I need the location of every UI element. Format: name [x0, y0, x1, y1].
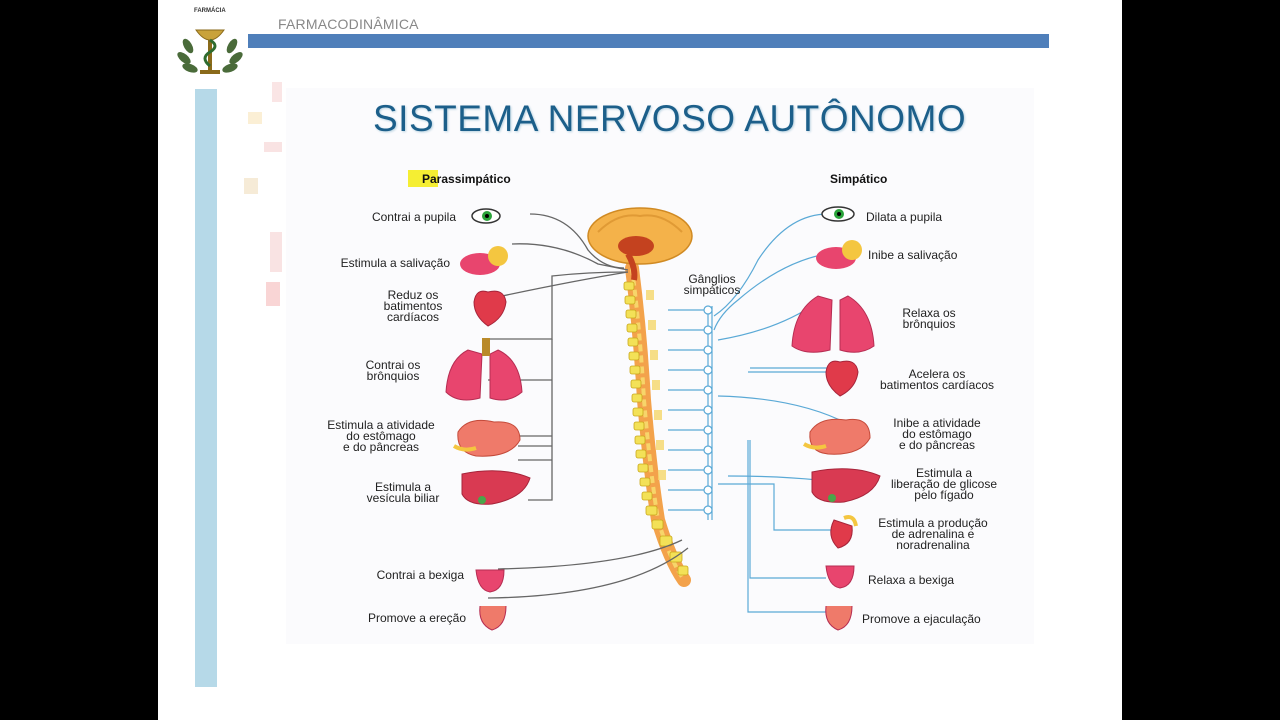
symp-label-saliva: Inibe a salivação — [868, 248, 958, 262]
spinal-cord-icon — [625, 261, 691, 587]
para-label-heart: Reduz os batimentos cardíacos — [383, 288, 443, 324]
header-title: FARMACODINÂMICA — [278, 16, 419, 32]
header-bar — [248, 34, 1049, 48]
right-heart-icon — [825, 360, 859, 397]
diagram-title: SISTEMA NERVOSO AUTÔNOMO — [373, 98, 967, 139]
para-label-bladder: Contrai a bexiga — [376, 568, 464, 582]
symp-label-pupil: Dilata a pupila — [866, 210, 943, 224]
sympathetic-ganglia-icon — [703, 305, 713, 515]
symp-label-liver: Estimula a liberação de glicose pelo fíg… — [890, 466, 998, 502]
autonomic-nervous-system-diagram — [445, 206, 881, 631]
para-label-bronchi: Contrai os brônquios — [365, 358, 421, 383]
symp-label-bladder: Relaxa a bexiga — [868, 573, 955, 587]
left-bladder-icon — [475, 569, 505, 593]
para-label-pupil: Contrai a pupila — [371, 210, 456, 224]
ganglia-label: Gânglios simpáticos — [683, 272, 741, 297]
right-stomach-icon — [802, 418, 871, 455]
left-heart-icon — [473, 290, 507, 327]
left-eye-icon — [471, 208, 501, 224]
parasympathetic-nerves — [487, 213, 689, 599]
pharmacy-logo-icon — [177, 29, 243, 74]
para-label-gallbladder: Estimula a vesícula biliar — [366, 480, 440, 505]
logo-text: FARMÁCIA — [194, 8, 226, 14]
brain-icon — [587, 207, 693, 281]
sympathetic-nerves — [668, 213, 849, 613]
para-label-stomach: Estimula a atividade do estômago e do pâ… — [327, 418, 435, 454]
right-eye-icon — [821, 206, 855, 222]
right-reproductive-organ-icon — [825, 605, 853, 631]
heading-highlight — [408, 170, 438, 187]
sympathetic-heading: Simpático — [830, 172, 888, 186]
para-label-erection: Promove a ereção — [367, 611, 466, 625]
symp-label-bronchi: Relaxa os brônquios — [902, 306, 956, 331]
symp-label-ejaculation: Promove a ejaculação — [862, 612, 981, 626]
faded-background-image — [244, 82, 282, 306]
slide: FARMÁCIA FARMACODINÂMICA SISTEMA NERVOSO… — [158, 0, 1122, 720]
left-liver-icon — [461, 470, 531, 505]
parasympathetic-heading: Parassimpático — [422, 172, 511, 186]
symp-label-stomach: Inibe a atividade do estômago e do pâncr… — [893, 416, 981, 452]
para-label-saliva: Estimula a salivação — [340, 256, 450, 270]
right-bladder-icon — [825, 565, 855, 589]
left-stomach-icon — [452, 419, 521, 457]
side-bar — [195, 89, 217, 687]
right-lungs-icon — [791, 295, 875, 353]
right-adrenal-gland-icon — [830, 515, 858, 549]
vertebrae-icon — [623, 281, 689, 576]
symp-label-adrenal: Estimula a produção de adrenalina e nora… — [878, 516, 988, 552]
left-lungs-icon — [445, 338, 523, 401]
left-reproductive-organ-icon — [479, 605, 507, 631]
left-salivary-gland-icon — [460, 246, 508, 275]
right-liver-icon — [811, 468, 881, 503]
symp-label-heart: Acelera os batimentos cardíacos — [879, 367, 995, 392]
right-salivary-gland-icon — [816, 240, 862, 269]
